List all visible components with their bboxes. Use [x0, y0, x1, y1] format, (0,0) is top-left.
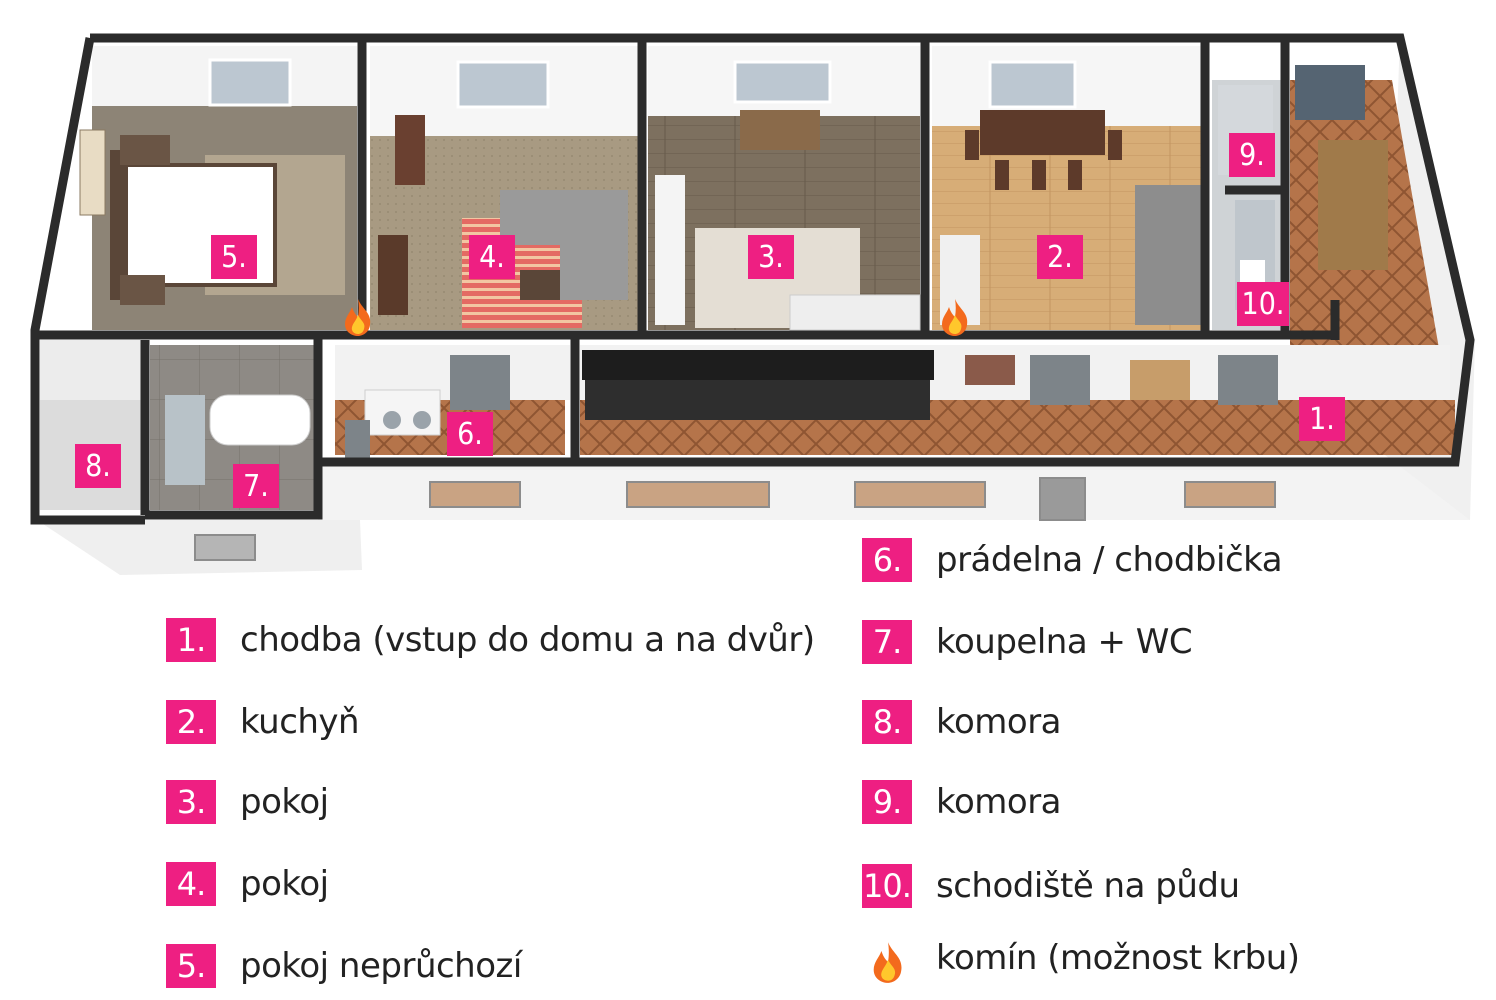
flame-icon	[873, 942, 902, 983]
legend-badge: 4.	[166, 862, 216, 906]
legend-badge: 1.	[166, 618, 216, 662]
room-badge-4: 4.	[469, 235, 515, 279]
legend-label: koupelna + WC	[936, 622, 1193, 662]
legend-badge: 6.	[862, 538, 912, 582]
front-windows	[194, 477, 1276, 561]
legend-label: schodiště na půdu	[936, 866, 1240, 906]
room-badge-10: 10.	[1237, 282, 1289, 326]
legend-label: prádelna / chodbička	[936, 540, 1283, 580]
legend-label: komora	[936, 782, 1062, 822]
room-badge-3: 3.	[748, 235, 794, 279]
legend-badge: 9.	[862, 780, 912, 824]
flame-icon	[345, 299, 371, 336]
room-badge-5: 5.	[211, 235, 257, 279]
legend-badge: 2.	[166, 700, 216, 744]
room-badge-6: 6.	[447, 412, 493, 456]
legend-label: pokoj	[240, 864, 329, 904]
windows	[208, 58, 1077, 109]
legend-label: chodba (vstup do domu a na dvůr)	[240, 620, 815, 660]
legend-label: pokoj	[240, 782, 329, 822]
room-badge-2: 2.	[1037, 235, 1083, 279]
flame-icon	[942, 299, 968, 336]
legend-badge: 10.	[862, 864, 912, 908]
legend-label: pokoj neprůchozí	[240, 946, 522, 986]
room-badge-9: 9.	[1229, 133, 1275, 177]
room-badge-1: 1.	[1299, 397, 1345, 441]
walls	[30, 33, 1475, 525]
legend-label: komora	[936, 702, 1062, 742]
legend-badge: 7.	[862, 620, 912, 664]
legend-badge: 5.	[166, 944, 216, 988]
legend-label: kuchyň	[240, 702, 360, 742]
legend-label-chimney: komín (možnost krbu)	[936, 938, 1300, 978]
legend-badge: 8.	[862, 700, 912, 744]
legend-badge: 3.	[166, 780, 216, 824]
room-badge-8: 8.	[75, 444, 121, 488]
staircase	[1295, 65, 1365, 120]
room-badge-7: 7.	[233, 464, 279, 508]
